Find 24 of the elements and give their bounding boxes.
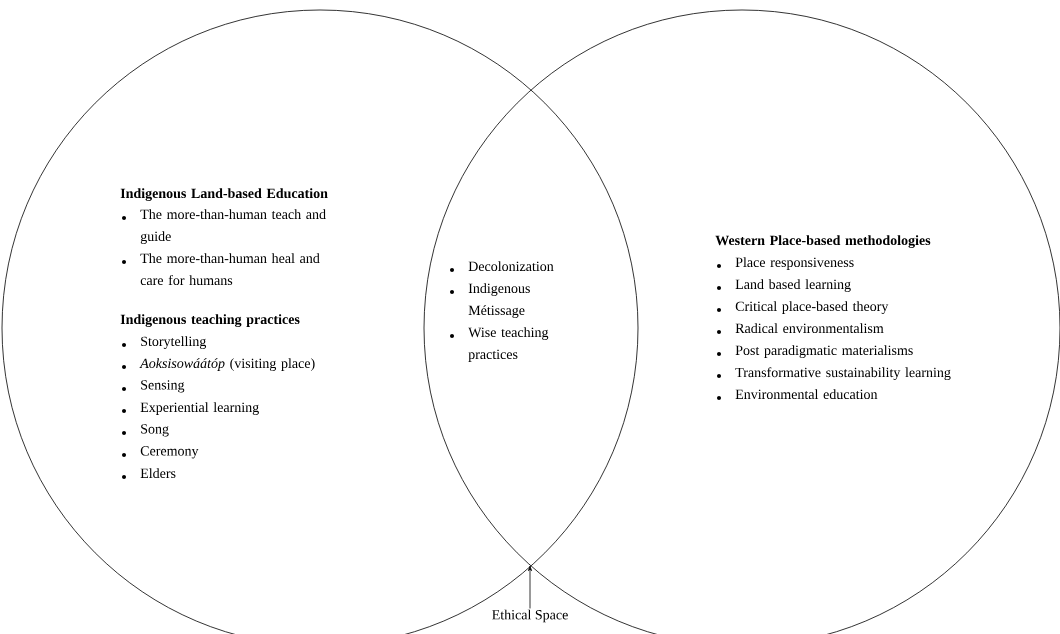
list-item: Transformative sustainability learning [717,367,951,381]
list-item: Indigenous Métissage [450,283,530,318]
caption-text: Ethical Space [492,609,568,623]
list-item: Place responsiveness [717,257,854,270]
list-item: Environmental education [717,389,878,400]
list-item: Land based learning [717,279,851,292]
list-item: Storytelling [122,336,207,349]
heading: Western Place-based methodologies [715,235,931,248]
list-item: Post paradigmatic materialisms [717,345,913,358]
heading: Indigenous Land-based Education [120,188,328,201]
list-item: Elders [122,468,176,479]
heading: Indigenous teaching practices [120,314,300,327]
list-item: Radical environmentalism [717,323,884,334]
list-item: Experiential learning [122,402,259,415]
list-item: Ceremony [122,446,199,459]
arrow [528,565,532,609]
list-item: Song [122,424,169,437]
list-item: Aoksisowáátóp (visiting place) [122,358,315,371]
list-item: The more-than-human heal and care for humans [122,253,320,286]
list-item: Wise teaching practices [450,327,549,362]
list-item: Sensing [122,380,185,393]
list-item: The more-than-human teach and guide [122,209,326,244]
list-item: Decolonization [450,261,554,272]
list-item: Critical place-based theory [717,301,889,314]
